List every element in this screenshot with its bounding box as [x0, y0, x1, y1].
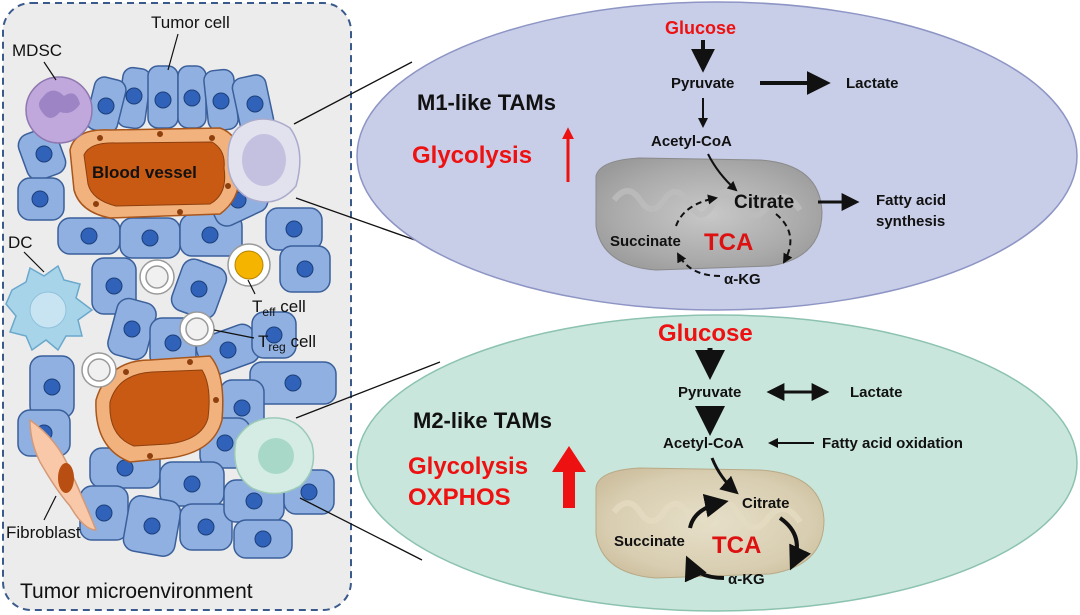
t-cells	[81, 259, 215, 388]
m2-mitochondrion	[595, 467, 825, 579]
leader-treg	[213, 329, 255, 339]
label-treg-cell: Treg cell	[258, 332, 316, 354]
m1-node-pyruvate: Pyruvate	[671, 75, 734, 92]
blood-vessel-upper	[69, 127, 241, 219]
m2-tca-arrow-right	[778, 516, 811, 571]
m1-arrow-acetyl-citrate	[707, 153, 738, 192]
leader-fibroblast	[43, 495, 57, 521]
m2-change-glycolysis: Glycolysis	[408, 453, 528, 480]
m1-node-fatty-acid-synthesis: synthesis	[876, 213, 945, 230]
m2-node-lactate: Lactate	[850, 384, 903, 401]
m1-tca-arrow-bottom	[677, 252, 721, 277]
m2-node-acetyl-coa: Acetyl-CoA	[663, 435, 744, 452]
m1-mitochondrion	[595, 157, 823, 271]
macrophage-lower	[234, 417, 315, 495]
m2-change-oxphos: OXPHOS	[408, 484, 511, 511]
m2-tca-arrow-bottom	[684, 555, 725, 583]
blood-vessel-lower	[95, 355, 224, 463]
label-blood-vessel: Blood vessel	[92, 163, 197, 182]
label-tumor-cell: Tumor cell	[151, 13, 230, 32]
connector-lines	[293, 61, 441, 561]
m2-title: M2-like TAMs	[413, 408, 552, 433]
m1-node-fatty-acid: Fatty acid	[876, 192, 946, 209]
m2-ellipse	[356, 314, 1078, 612]
m1-change-glycolysis: Glycolysis	[412, 142, 532, 169]
dc-cell	[5, 264, 94, 352]
m1-panel: M1-like TAMs Glycolysis Glucose Pyruvate…	[356, 1, 1078, 311]
label-mdsc: MDSC	[12, 41, 62, 60]
m1-node-citrate: Citrate	[734, 192, 794, 213]
m2-panel: M2-like TAMs Glycolysis OXPHOS Glucose P…	[356, 314, 1078, 612]
fibroblast-cell	[29, 418, 98, 531]
m1-node-glucose: Glucose	[665, 18, 736, 38]
mdsc-cell	[25, 76, 93, 144]
m2-node-citrate: Citrate	[742, 495, 790, 512]
m2-node-akg: α-KG	[728, 571, 765, 588]
macrophage-upper	[227, 118, 301, 203]
label-fibroblast: Fibroblast	[6, 523, 81, 542]
m1-node-akg: α-KG	[724, 271, 761, 288]
label-dc: DC	[8, 233, 33, 252]
m1-node-succinate: Succinate	[610, 233, 681, 250]
leader-teff	[247, 279, 256, 295]
tumor-nuclei	[31, 87, 318, 548]
m2-tca-arrow-top	[688, 494, 729, 529]
leader-tumor-cell	[167, 33, 179, 71]
m2-node-tca: TCA	[712, 532, 761, 559]
m2-arrow-acetyl-citrate	[710, 457, 739, 495]
m1-tca-arrow-top	[675, 194, 718, 227]
m2-node-succinate: Succinate	[614, 533, 685, 550]
m1-tca-arrow-right	[775, 213, 793, 264]
label-teff-cell: Teff cell	[252, 297, 306, 319]
m1-node-tca: TCA	[704, 229, 753, 256]
m1-node-acetyl-coa: Acetyl-CoA	[651, 133, 732, 150]
m1-node-lactate: Lactate	[846, 75, 899, 92]
m2-node-fatty-acid-oxidation: Fatty acid oxidation	[822, 435, 963, 452]
leader-mdsc	[43, 61, 57, 81]
teff-cell	[227, 243, 271, 287]
leader-dc	[23, 251, 45, 273]
tme-panel: Tumor cell MDSC Blood vessel DC Teff cel…	[2, 2, 352, 611]
m1-ellipse	[356, 1, 1078, 311]
m2-node-glucose: Glucose	[658, 320, 753, 347]
m1-title: M1-like TAMs	[417, 90, 556, 115]
m2-up-arrow	[552, 446, 586, 508]
m2-node-pyruvate: Pyruvate	[678, 384, 741, 401]
tme-caption: Tumor microenvironment	[20, 580, 253, 603]
